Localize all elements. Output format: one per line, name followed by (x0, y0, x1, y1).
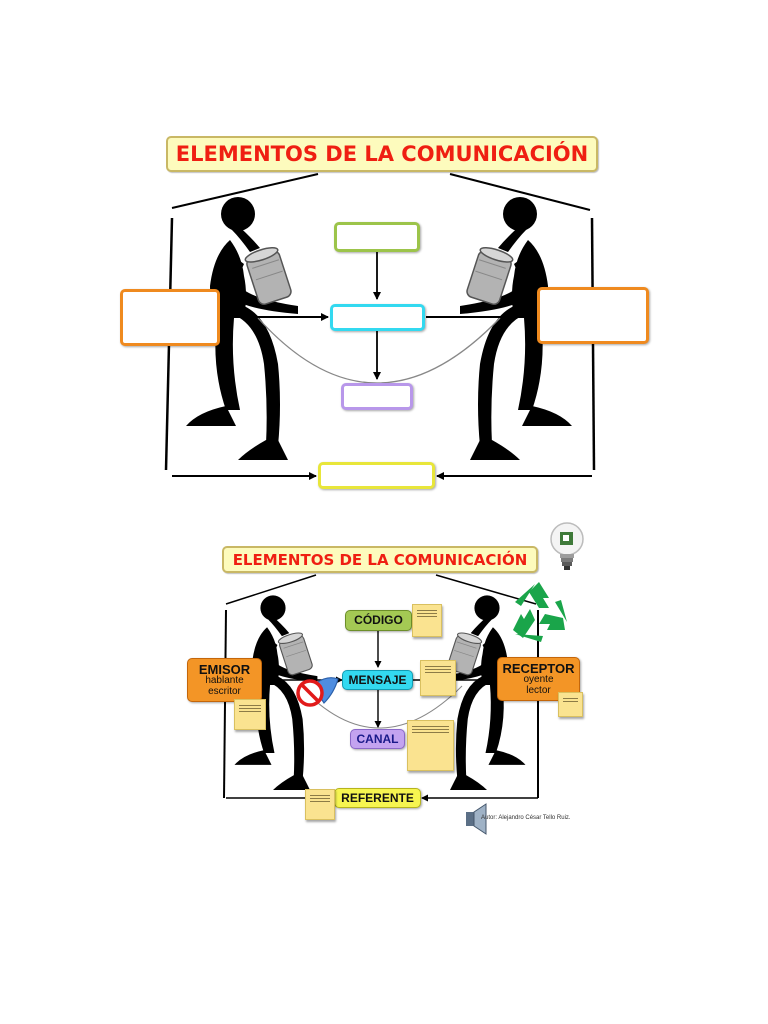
recycle-icon[interactable] (505, 578, 573, 644)
box-receptor: RECEPTOR oyente lector (497, 657, 580, 701)
sticky-note[interactable] (407, 720, 454, 771)
box-emisor-title: EMISOR (198, 661, 251, 677)
box-referente-label: REFERENTE (341, 790, 414, 805)
sticky-note[interactable] (305, 789, 335, 820)
box-canal: CANAL (350, 729, 405, 749)
box-codigo-label: CÓDIGO (354, 613, 403, 628)
sticky-note[interactable] (234, 699, 266, 730)
box-receptor-line1: oyente (523, 674, 554, 686)
box-mensaje: MENSAJE (342, 670, 413, 690)
box-canal-label: CANAL (356, 731, 399, 746)
empty-box-top (334, 222, 420, 252)
speaker-icon[interactable] (464, 801, 490, 837)
diagram-bottom-graphics (223, 574, 539, 802)
box-mensaje-label: MENSAJE (348, 672, 407, 687)
empty-box-right (537, 287, 649, 344)
box-codigo: CÓDIGO (345, 610, 412, 631)
box-receptor-title: RECEPTOR (502, 660, 575, 676)
empty-box-left (120, 289, 220, 346)
diagram-title: ELEMENTOS DE LA COMUNICACIÓN (222, 546, 538, 573)
sticky-note[interactable] (558, 692, 583, 717)
sticky-note[interactable] (420, 660, 456, 696)
empty-box-bottom (318, 462, 435, 489)
empty-box-lower (341, 383, 413, 410)
box-emisor-line1: hablante (205, 675, 244, 687)
box-receptor-line2: lector (526, 684, 551, 696)
box-emisor-line2: escritor (208, 685, 241, 697)
sticky-note[interactable] (412, 604, 442, 637)
no-sign-icon[interactable] (294, 673, 342, 713)
empty-box-middle (330, 304, 425, 331)
box-emisor: EMISOR hablante escritor (187, 658, 262, 702)
author-credit: Autor: Alejandro César Tello Ruiz. (481, 815, 571, 821)
lightbulb-icon[interactable] (549, 520, 585, 576)
box-referente: REFERENTE (334, 788, 421, 808)
diagram-title: ELEMENTOS DE LA COMUNICACIÓN (166, 136, 598, 172)
